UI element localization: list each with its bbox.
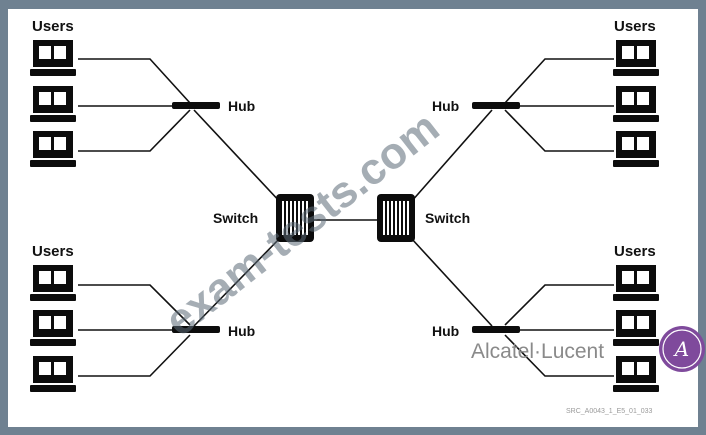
computer-icon	[30, 131, 76, 167]
hub-label-top-right: Hub	[432, 98, 459, 114]
users-label-top-left: Users	[32, 18, 74, 35]
users-top-left	[30, 40, 76, 167]
hub-label-bottom-left: Hub	[228, 323, 255, 339]
diagram-frame	[8, 9, 698, 427]
computer-icon	[30, 265, 76, 301]
users-top-right	[613, 40, 659, 167]
computer-icon	[30, 86, 76, 122]
computer-icon	[613, 86, 659, 122]
computer-icon	[613, 40, 659, 76]
users-label-bottom-left: Users	[32, 243, 74, 260]
computer-icon	[30, 40, 76, 76]
users-bottom-left	[30, 265, 76, 392]
hub-bottom-left	[172, 326, 220, 333]
computer-icon	[30, 310, 76, 346]
hub-top-right	[472, 102, 520, 109]
users-label-bottom-right: Users	[614, 243, 656, 260]
users-bottom-right	[613, 265, 659, 392]
computer-icon	[613, 356, 659, 392]
computer-icon	[613, 131, 659, 167]
switch-right-icon	[377, 194, 415, 242]
switch-label-right: Switch	[425, 210, 470, 226]
computer-icon	[613, 265, 659, 301]
computer-icon	[613, 310, 659, 346]
alcatel-lucent-logo-icon: A	[659, 326, 705, 372]
hub-bottom-right	[472, 326, 520, 333]
hub-label-top-left: Hub	[228, 98, 255, 114]
users-label-top-right: Users	[614, 18, 656, 35]
logo-letter: A	[673, 337, 689, 361]
figure-reference: SRC_A0043_1_E5_01_033	[566, 408, 653, 415]
hub-label-bottom-right: Hub	[432, 323, 459, 339]
computer-icon	[30, 356, 76, 392]
switch-label-left: Switch	[213, 210, 258, 226]
connection-lines	[78, 58, 614, 377]
company-name: Alcatel·Lucent	[471, 340, 604, 363]
hub-top-left	[172, 102, 220, 109]
